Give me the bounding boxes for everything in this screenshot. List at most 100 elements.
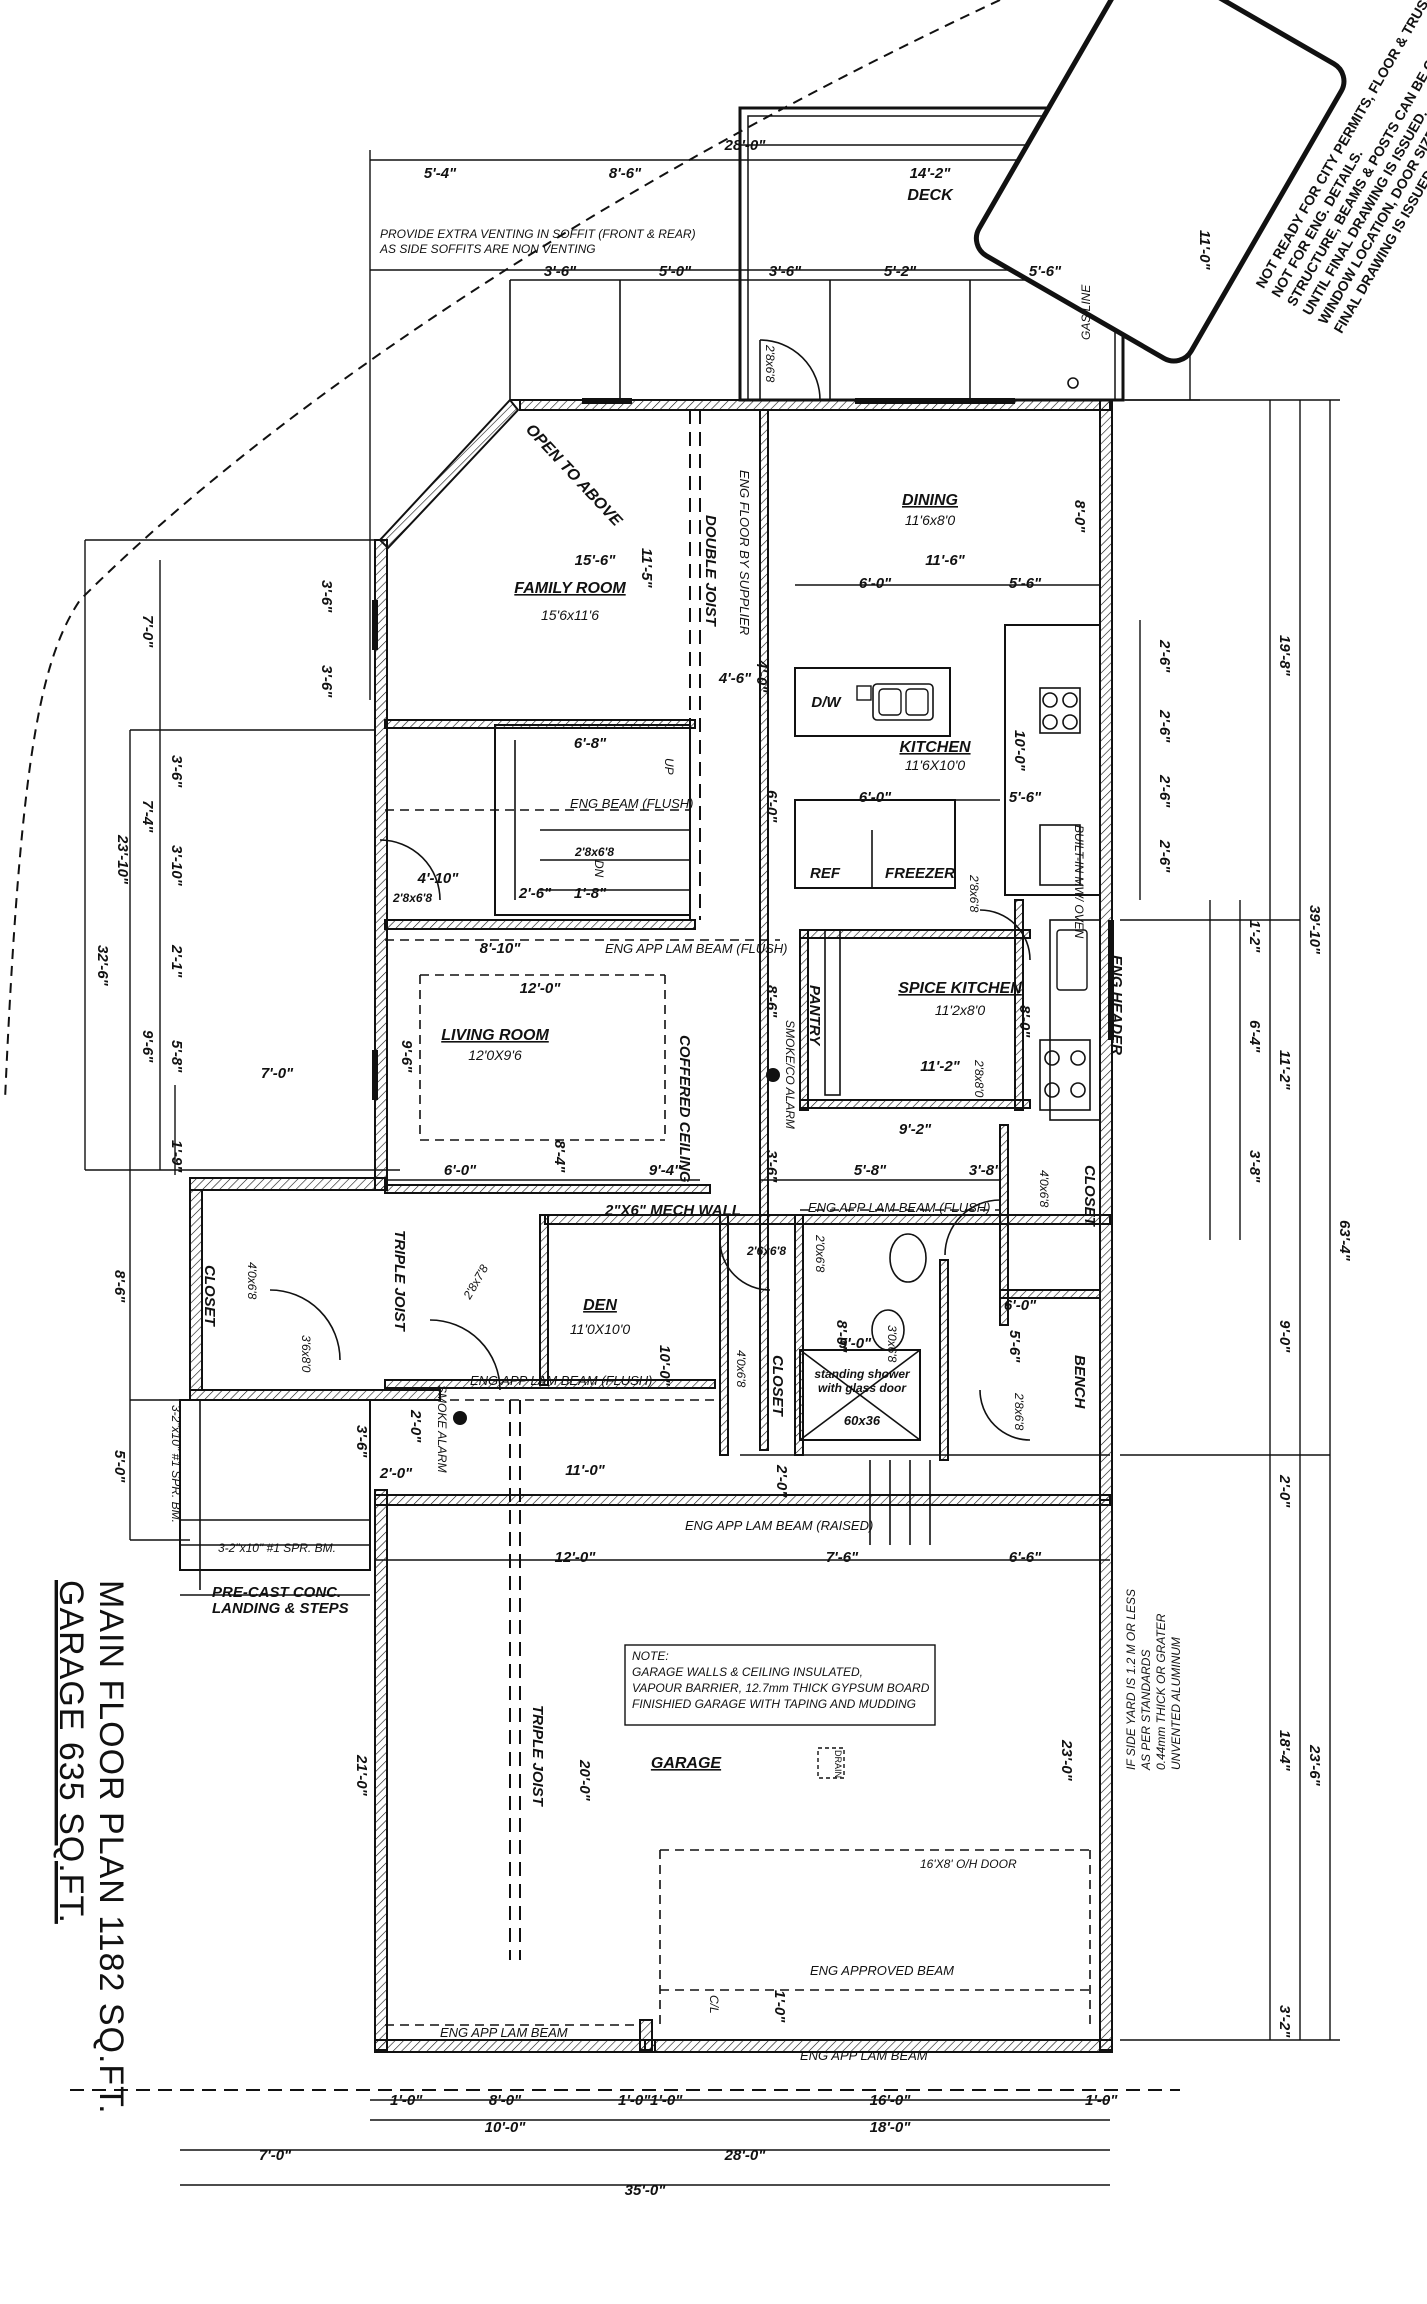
- door-stair-1: 2'8x6'8: [574, 845, 614, 859]
- range: [1039, 687, 1081, 734]
- dim-spice-6: 3'-8": [969, 1162, 1002, 1179]
- dim-b: 5'-0": [659, 263, 692, 280]
- dim-c: 3'-6": [769, 263, 802, 280]
- eng-floor: ENG FLOOR BY SUPPLIER: [737, 470, 752, 635]
- counter-east: [1004, 624, 1101, 896]
- dim-spice-5: 5'-8": [854, 1162, 887, 1179]
- deck-label: DECK: [907, 187, 954, 204]
- den-label: DEN: [583, 1297, 617, 1314]
- dim-living-3: 9'-6": [398, 1040, 415, 1073]
- coffered-ceiling: COFFERED CEILING: [676, 1035, 693, 1183]
- aluminum-1: UNVENTED ALUMINUM: [1169, 1637, 1183, 1770]
- dim-bot-3: 10'-0": [485, 2119, 527, 2136]
- door-spice-1: 2'8x6'8: [967, 874, 981, 913]
- gas-line-icon: [1067, 377, 1079, 389]
- stamp: [973, 0, 1347, 364]
- dim-top-2: 8'-6": [609, 165, 642, 182]
- dim-k2: 5'-6": [1009, 575, 1042, 592]
- dim-dining-d: 8'-0": [1071, 500, 1088, 533]
- clo-label: C/L: [707, 1995, 721, 2014]
- open-to-above: OPEN TO ABOVE: [522, 421, 626, 530]
- dim-gar-2: 7'-6": [826, 1549, 859, 1566]
- dim-right-9: 2'-0": [1276, 1474, 1293, 1508]
- dim-den-3: 3'-6": [353, 1425, 370, 1458]
- pantry: PANTRY: [806, 985, 823, 1047]
- dim-left-1: 7'-0": [139, 615, 156, 648]
- drain-label: DRAIN: [833, 1750, 843, 1778]
- dim-top-1: 5'-4": [424, 165, 457, 182]
- dim-left-14: 8'-6": [111, 1270, 128, 1303]
- eng-header: ENG HEADER: [1108, 955, 1125, 1055]
- dim-gar-3: 6'-6": [1009, 1549, 1042, 1566]
- dining-label: DINING: [902, 492, 958, 509]
- dim-top-overall: 28'-0": [724, 137, 767, 154]
- dim-bot-5: 1'-0": [650, 2092, 683, 2109]
- spr-beam-2: 3-2"x10" #1 SPR. BM.: [218, 1541, 336, 1555]
- dim-bath-1: 8'-0": [833, 1320, 850, 1353]
- dim-spice-2: 3'-6": [763, 1150, 780, 1183]
- family-label: FAMILY ROOM: [514, 580, 626, 597]
- door-spice-2: 2'8x6'8: [1012, 1392, 1026, 1431]
- closet-bath: CLOSET: [769, 1355, 786, 1418]
- dim-bot-11: 35'-0": [625, 2182, 667, 2199]
- precast-1: PRE-CAST CONC.: [212, 1584, 341, 1601]
- dim-rear-2: 6'-0": [1004, 1297, 1037, 1314]
- dim-bot-4: 1'-0": [618, 2092, 651, 2109]
- dim-right-5: 11'-2": [1276, 1050, 1293, 1090]
- garage-note-2: GARAGE WALLS & CEILING INSULATED,: [632, 1665, 863, 1679]
- venting-note-1: PROVIDE EXTRA VENTING IN SOFFIT (FRONT &…: [380, 227, 696, 241]
- door-front: 3'6x8'0: [299, 1335, 313, 1373]
- dim-left-7: 23'-10": [114, 834, 131, 885]
- door-bath: 2'6x6'8: [746, 1244, 786, 1258]
- dim-k1: 6'-0": [859, 575, 892, 592]
- aluminum-4: IF SIDE YARD IS 1.2 M OR LESS: [1124, 1589, 1138, 1770]
- sink: [889, 1233, 927, 1283]
- kitchen-label: KITCHEN: [899, 739, 971, 756]
- dim-den-1: 2'-0": [407, 1409, 424, 1443]
- dim-left-9: 2'-1": [168, 944, 185, 978]
- dim-bot-6: 16'-0": [870, 2092, 912, 2109]
- dim-a: 3'-6": [544, 263, 577, 280]
- door-stair-2: 2'8x6'8: [392, 891, 432, 905]
- dim-family-d: 11'-5": [638, 548, 655, 588]
- living-size: 12'0X9'6: [468, 1047, 522, 1063]
- closet-entry: CLOSET: [201, 1265, 218, 1328]
- spice-counter: [1049, 919, 1101, 1121]
- precast-2: LANDING & STEPS: [212, 1600, 349, 1617]
- dw-label: D/W: [811, 694, 842, 711]
- dim-bot-1: 1'-0": [390, 2092, 423, 2109]
- dim-rear-1: 5'-6": [1006, 1330, 1023, 1363]
- dim-left-15: 5'-0": [111, 1450, 128, 1483]
- dim-bot-2: 8'-0": [489, 2092, 522, 2109]
- dim-stair-4: 1'-8": [574, 885, 607, 902]
- dim-bot-7: 18'-0": [870, 2119, 912, 2136]
- double-joist: DOUBLE JOIST: [702, 515, 719, 628]
- dim-k-r2: 2'-6": [1156, 709, 1173, 743]
- dim-left-10: 9'-6": [139, 1030, 156, 1063]
- dim-gar-4: 21'-0": [353, 1754, 370, 1797]
- dim-gar-7: 1'-0": [771, 1990, 788, 2023]
- dim-k-r3: 2'-6": [1156, 774, 1173, 808]
- dim-stair-1: 6'-8": [574, 735, 607, 752]
- dim-gar-1: 12'-0": [555, 1549, 597, 1566]
- dim-top-3: 14'-2": [910, 165, 952, 182]
- dim-spice-1: 8'-6": [763, 985, 780, 1018]
- dim-bot-10: 28'-0": [724, 2147, 767, 2164]
- plan-title: MAIN FLOOR PLAN 1182 SQ.FT.: [92, 1580, 130, 2115]
- dim-d: 5'-2": [884, 263, 917, 280]
- dim-kitchen-d: 10'-0": [1011, 730, 1028, 772]
- smoke-alarm-icon: [766, 1068, 780, 1082]
- dim-left-13: 7'-0": [261, 1065, 294, 1082]
- dim-bath-2: 5'-0": [839, 1335, 872, 1352]
- family-size: 15'6x11'6: [541, 607, 599, 623]
- dim-e: 5'-6": [1029, 263, 1062, 280]
- dim-spice-3: 11'-2": [920, 1058, 960, 1075]
- door-den: 2'8x7'8: [460, 1262, 491, 1302]
- smoke-co-alarm: SMOKE/CO ALARM: [783, 1020, 797, 1129]
- spice-size: 11'2x8'0: [935, 1002, 985, 1018]
- shower-size: 60x36: [844, 1413, 881, 1428]
- dim-right-2: 39'-10": [1306, 905, 1323, 955]
- dim-bot-9: 7'-0": [259, 2147, 292, 2164]
- dim-deck-depth: 11'-0": [1196, 230, 1213, 270]
- dim-k-r4: 2'-6": [1156, 839, 1173, 873]
